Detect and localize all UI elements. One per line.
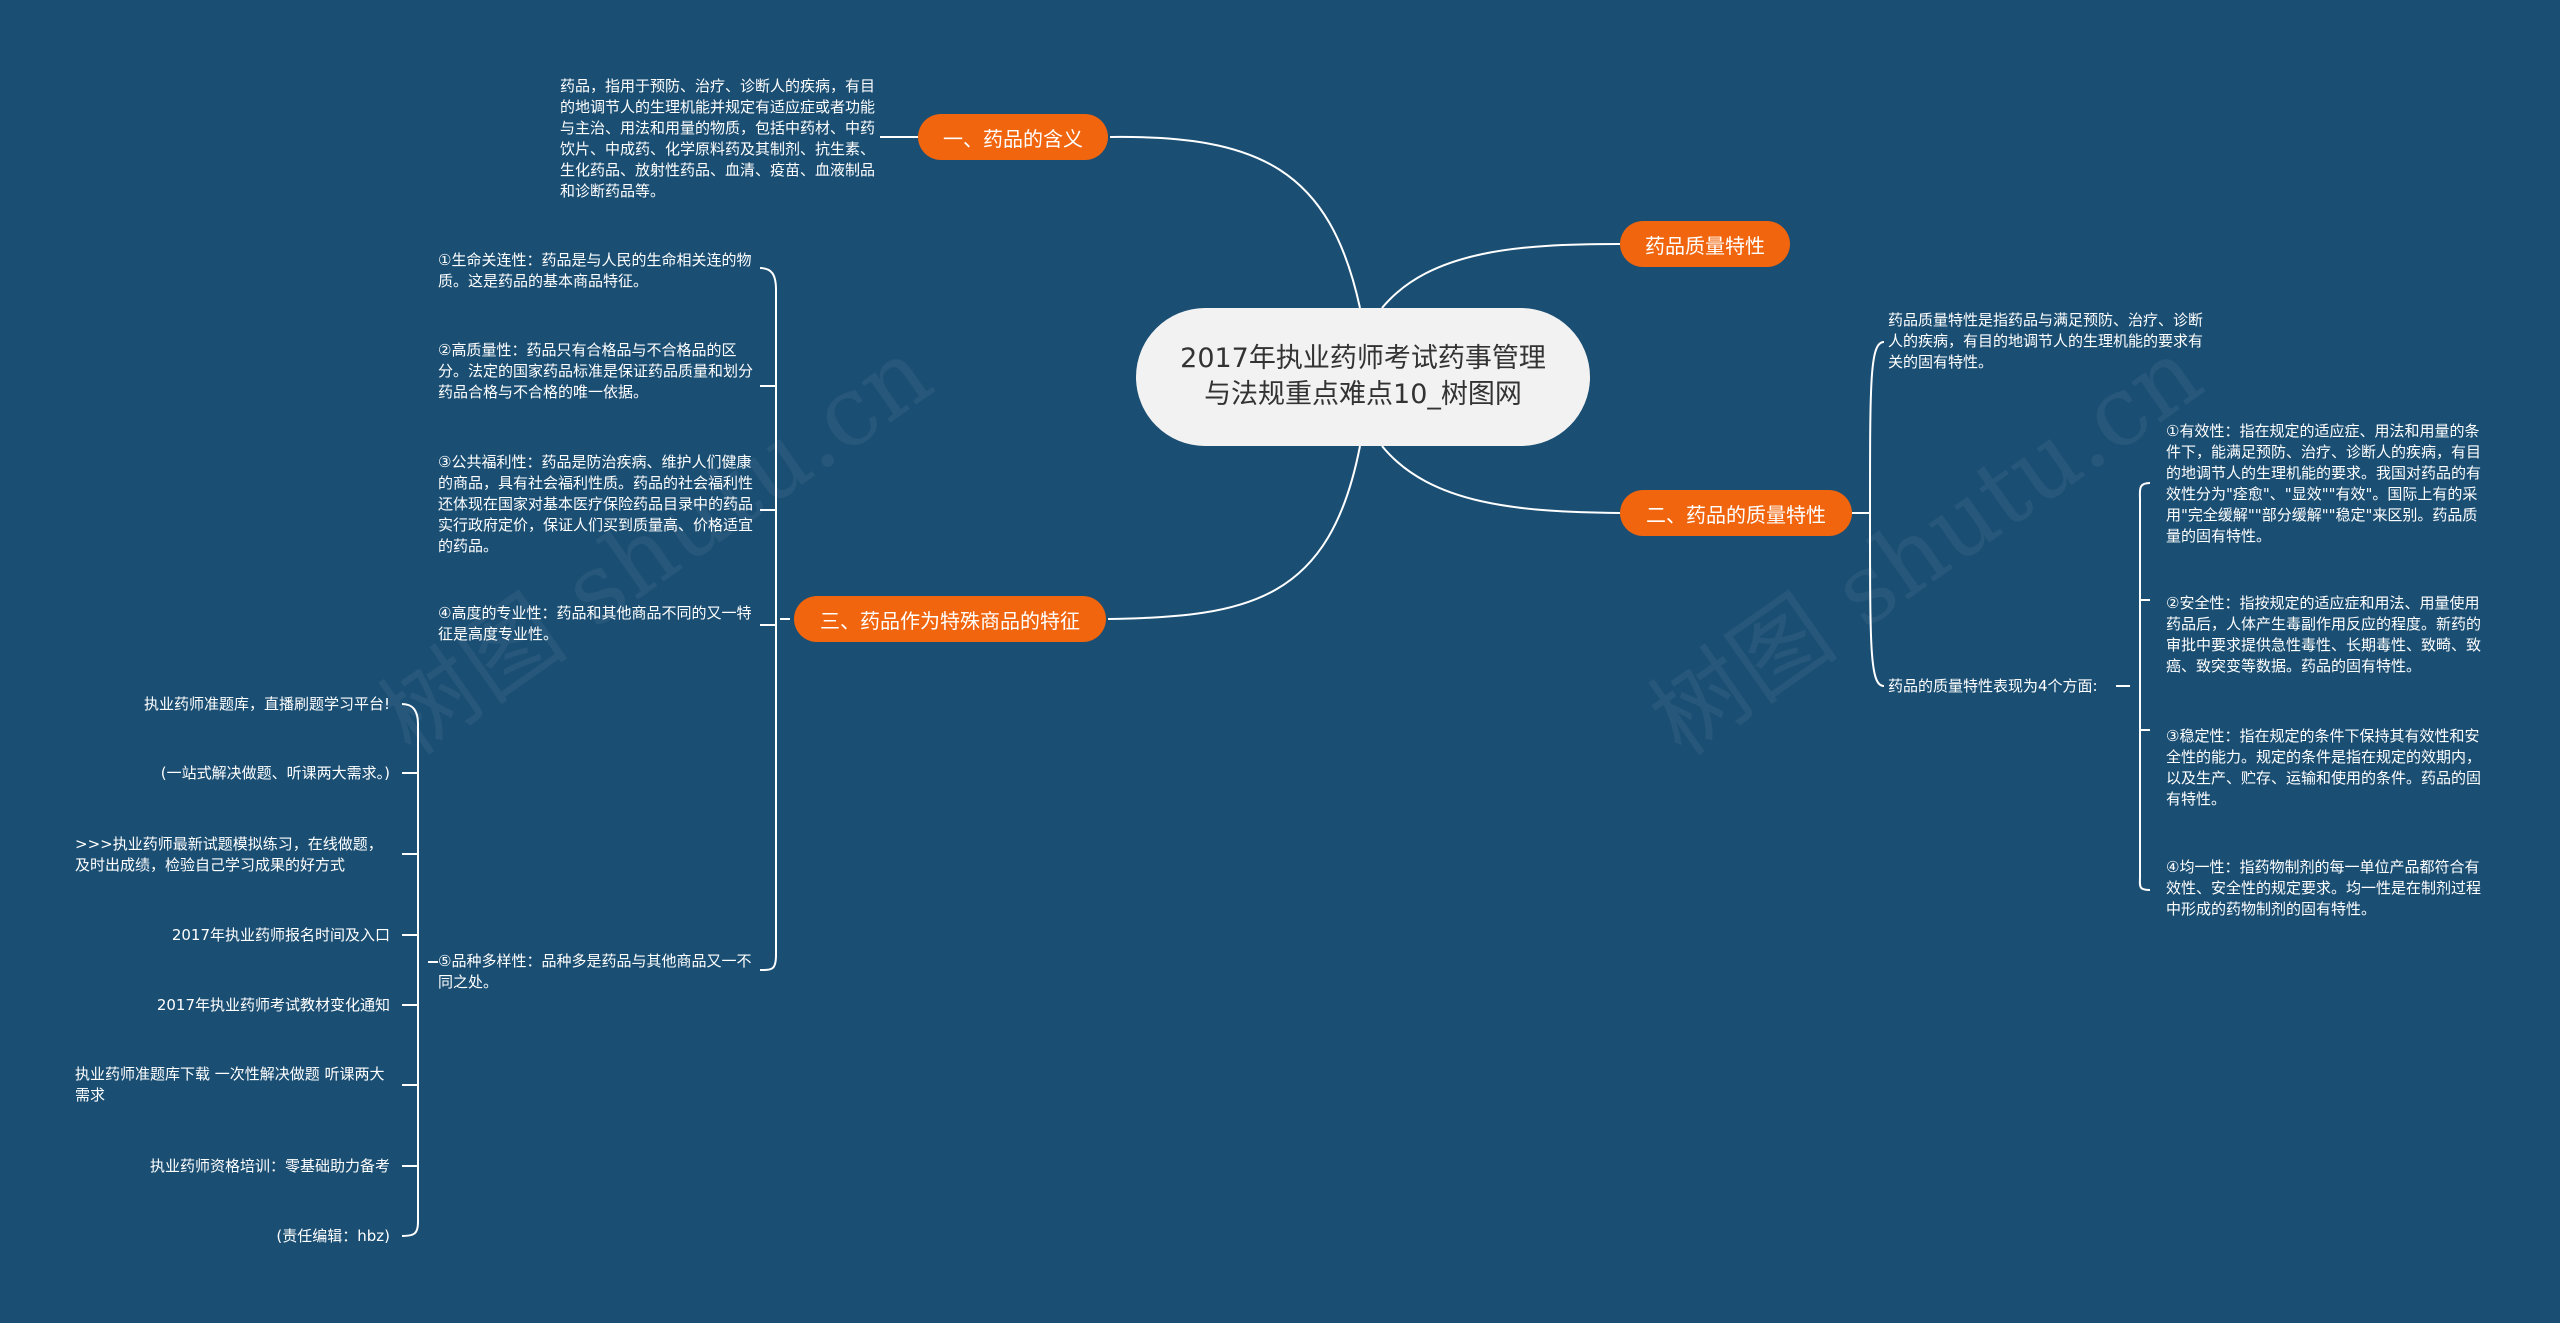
branch-3-node[interactable]: 二、药品的质量特性 xyxy=(1620,490,1852,536)
quality-aspects-label: 药品的质量特性表现为4个方面: xyxy=(1888,677,2098,695)
line-b3-def xyxy=(1869,341,1885,514)
line-b4-mid xyxy=(760,385,776,626)
sub-item[interactable]: 2017年执业药师报名时间及入口 xyxy=(171,926,390,944)
line-center-b4 xyxy=(1107,445,1361,620)
aspect-safety: ②安全性：指按规定的适应症和用法、用量使用药品后，人体产生毒副作用反应的程度。新… xyxy=(2166,594,2482,675)
branch-2-node[interactable]: 药品质量特性 xyxy=(1620,221,1790,267)
sub-item[interactable]: 执业药师准题库，直播刷题学习平台! xyxy=(143,695,390,713)
sub-item[interactable]: 执业药师资格培训：零基础助力备考 xyxy=(149,1157,390,1175)
line-center-b1 xyxy=(1109,135,1361,309)
feature-variety: ⑤品种多样性：品种多是药品与其他商品又一不同之处。 xyxy=(438,952,752,991)
central-topic[interactable]: 2017年执业药师考试药事管理与法规重点难点10_树图网 xyxy=(1136,308,1590,446)
sub-item: (责任编辑：hbz) xyxy=(276,1227,390,1245)
line-aspects-bracket xyxy=(2138,482,2151,891)
sub-item[interactable]: 执业药师准题库下载 一次性解决做题 听课两大需求 xyxy=(75,1065,385,1104)
quality-definition: 药品质量特性是指药品与满足预防、治疗、诊断人的疾病，有目的地调节人的生理机能的要… xyxy=(1888,311,2204,371)
feature-public-welfare: ③公共福利性：药品是防治疾病、维护人们健康的商品，具有社会福利性质。药品的社会福… xyxy=(438,453,754,555)
sub-item[interactable]: 2017年执业药师考试教材变化通知 xyxy=(156,996,390,1014)
feature-high-quality: ②高质量性：药品只有合格品与不合格品的区分。法定的国家药品标准是保证药品质量和划… xyxy=(438,341,754,401)
aspect-stability: ③稳定性：指在规定的条件下保持其有效性和安全性的能力。规定的条件是指在规定的效期… xyxy=(2166,727,2482,808)
line-center-b3 xyxy=(1381,445,1621,514)
line-sub-mid xyxy=(402,772,418,1167)
line-center-b2 xyxy=(1381,243,1621,309)
feature-life-related: ①生命关连性：药品是与人民的生命相关连的物质。这是药品的基本商品特征。 xyxy=(438,251,752,290)
branch-1-node[interactable]: 一、药品的含义 xyxy=(918,114,1108,160)
line-sub-bracket xyxy=(401,703,419,1237)
sub-item[interactable]: (一站式解决做题、听课两大需求。) xyxy=(160,764,390,782)
feature-professional: ④高度的专业性：药品和其他商品不同的又一特征是高度专业性。 xyxy=(438,604,752,643)
sub-item[interactable]: >>>执业药师最新试题模拟练习，在线做题，及时出成绩，检验自己学习成果的好方式 xyxy=(75,835,383,874)
aspect-uniformity: ④均一性：指药物制剂的每一单位产品都符合有效性、安全性的规定要求。均一性是在制剂… xyxy=(2166,858,2482,918)
line-b3-aspects xyxy=(1869,512,1885,687)
branch-1-note: 药品，指用于预防、治疗、诊断人的疾病，有目的地调节人的生理机能并规定有适应症或者… xyxy=(560,77,876,200)
line-aspects-mid xyxy=(2140,599,2150,731)
line-b4-bracket xyxy=(759,267,777,971)
aspect-efficacy: ①有效性：指在规定的适应症、用法和用量的条件下，能满足预防、治疗、诊断人的疾病，… xyxy=(2166,422,2482,545)
branch-4-node[interactable]: 三、药品作为特殊商品的特征 xyxy=(794,596,1106,642)
